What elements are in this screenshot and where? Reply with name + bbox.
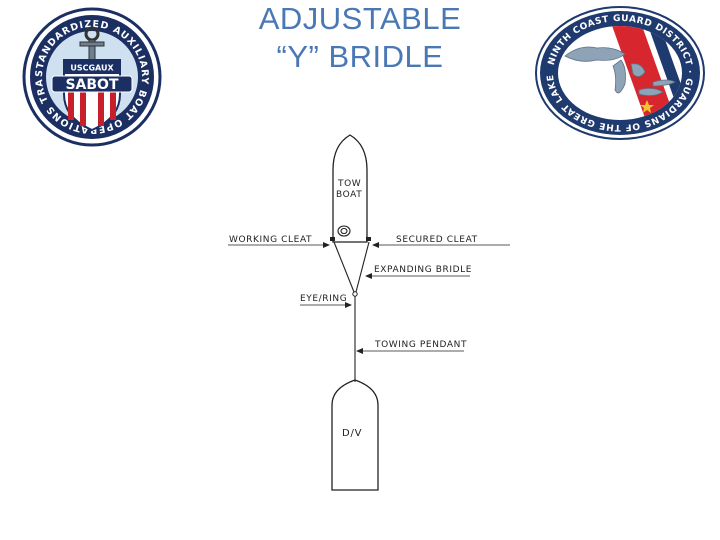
eye-ring [352,291,358,297]
working-cleat-arrowhead [323,242,330,248]
tow-boat-label-line2: BOAT [336,190,362,200]
slide-title: ADJUSTABLE “Y” BRIDLE [230,0,490,76]
secured-cleat-label: SECURED CLEAT [396,235,478,245]
expanding-bridle-label: EXPANDING BRIDLE [374,265,472,275]
coiled-line-icon [337,225,351,237]
title-line-2: “Y” BRIDLE [276,39,444,74]
ninth-district-logo: NINTH COAST GUARD DISTRICT · GUARDIANS O… [535,6,705,140]
tow-bridle-diagram: TOW BOAT D/V WORKING CLEAT SECURED CLEAT… [228,134,510,491]
eye-ring-arrowhead [345,302,352,308]
anchor-icon [79,26,105,61]
tow-boat-hull [332,134,368,243]
bridle-right-leg [355,241,370,293]
tow-boat-label-line1: TOW [337,179,361,189]
disabled-vessel-hull [331,379,379,491]
expanding-bridle-arrowhead [365,273,372,279]
secured-cleat [366,237,371,241]
sabot-top-label: USCGAUX [70,64,114,73]
eye-ring-label: EYE/RING [300,294,347,304]
disabled-vessel-label: D/V [342,428,362,439]
towing-pendant-arrowhead [356,348,363,354]
star-icon [640,100,654,113]
great-lakes-map-icon [564,46,676,96]
bridle-left-leg [333,241,355,293]
sabot-logo: STANDARDIZED AUXILIARY BOAT OPERATIONS T… [22,2,162,147]
sabot-main-label: SABOT [65,77,118,93]
working-cleat-label: WORKING CLEAT [229,235,312,245]
working-cleat [330,237,335,241]
title-line-1: ADJUSTABLE [258,1,462,36]
towing-pendant-label: TOWING PENDANT [374,340,467,350]
secured-cleat-arrowhead [372,242,379,248]
